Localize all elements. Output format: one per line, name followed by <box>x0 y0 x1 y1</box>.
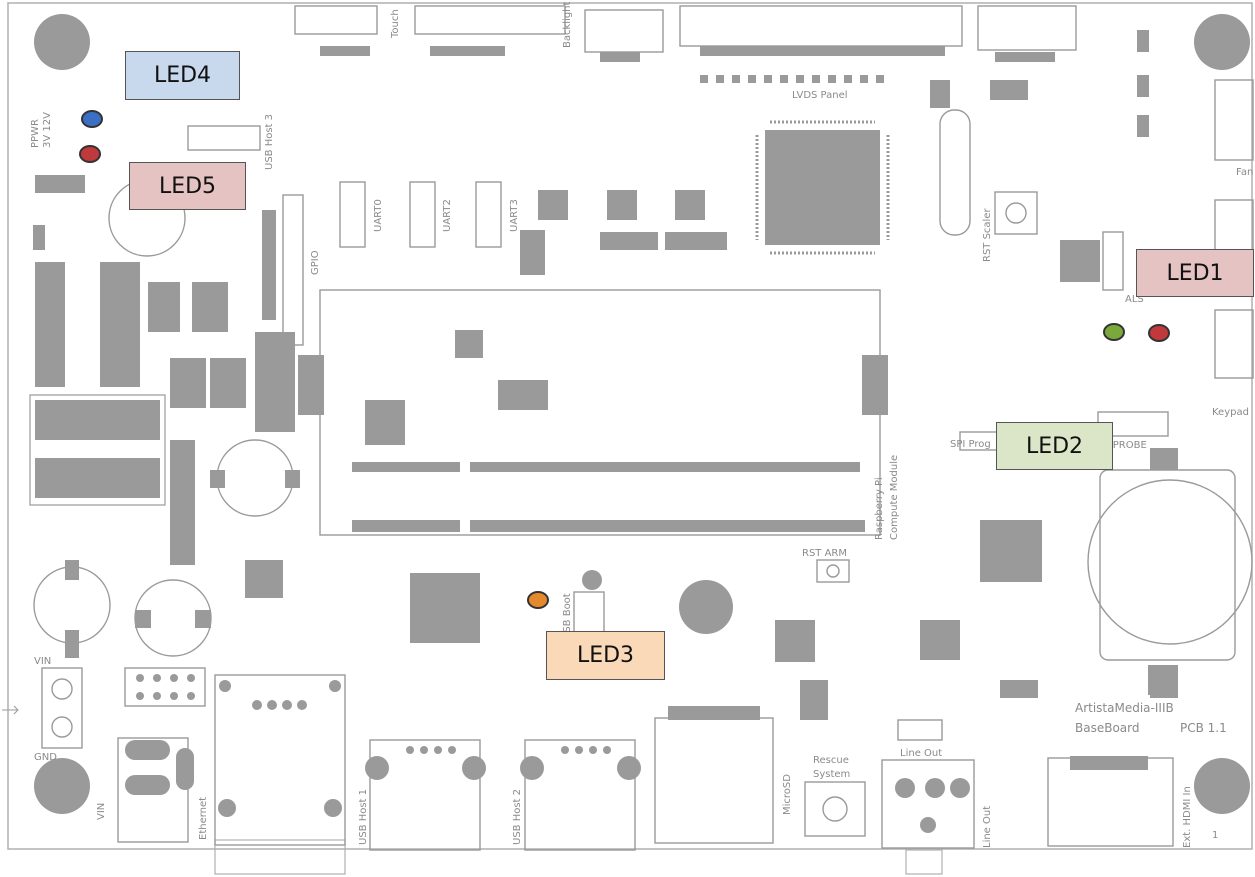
line-out-top-label: Line Out <box>900 748 942 759</box>
connector-e <box>977 5 1077 51</box>
gpio-header <box>282 194 304 346</box>
board-name-line2: BaseBoard <box>1075 721 1140 735</box>
spi-prog-label: SPI Prog <box>950 439 991 450</box>
ppwr-label: PPWR <box>30 119 41 148</box>
usb-host3-connector <box>187 125 261 151</box>
vin-bottom-label: VIN <box>96 803 107 820</box>
backlight-connector <box>414 5 566 35</box>
uart0-label: UART0 <box>373 199 384 232</box>
3v12v-label: 3V 12V <box>42 112 53 148</box>
usb-host1-label: USB Host 1 <box>358 789 369 845</box>
led2-indicator <box>1103 323 1125 341</box>
mount-hole-tl <box>34 14 90 70</box>
ethernet-jack <box>214 674 346 846</box>
ethernet-tab <box>214 839 346 875</box>
callout-led5: LED5 <box>129 162 246 210</box>
gnd-label: GND <box>34 752 57 763</box>
gpio-label: GPIO <box>310 250 321 275</box>
mount-hole-bl <box>34 758 90 814</box>
board-outline <box>7 2 1253 850</box>
rst-scaler-label: RST Scaler <box>982 208 993 262</box>
pcb-rev-label: PCB 1.1 <box>1180 721 1227 735</box>
rst-scaler-button <box>994 191 1038 235</box>
keypad-connector <box>1214 309 1254 379</box>
callout-led1: LED1 <box>1136 249 1254 297</box>
callout-led4: LED4 <box>125 51 240 100</box>
usb-host2-connector <box>524 739 636 851</box>
rpi-label-2: Compute Module <box>889 455 900 540</box>
uart2-label: UART2 <box>442 199 453 232</box>
rescue-label-2: System <box>813 769 850 780</box>
lvds-label: LVDS Panel <box>792 90 848 101</box>
usb-host1-connector <box>369 739 481 851</box>
uart3-connector <box>475 181 502 248</box>
board-name-line1: ArtistaMedia-IIIB <box>1075 701 1174 715</box>
uart2-connector <box>409 181 436 248</box>
soc-chip <box>765 130 880 245</box>
microsd-slot <box>654 717 774 844</box>
led5-indicator <box>79 145 101 163</box>
pin-one-label: 1 <box>1212 830 1218 841</box>
line-out-jack <box>881 759 975 849</box>
fan-connector <box>1214 79 1254 161</box>
battery-coin <box>1087 479 1253 645</box>
rst-arm-label: RST ARM <box>802 548 847 559</box>
fan-label: Fan <box>1236 167 1253 178</box>
lvds-connector <box>679 5 963 47</box>
gprobe-label: GPROBE <box>1105 440 1147 451</box>
hdmi-connector <box>1047 757 1174 847</box>
line-out-side-label: Line Out <box>982 806 993 848</box>
usb-boot-label: USB Boot <box>562 593 573 640</box>
ethernet-label: Ethernet <box>198 797 209 840</box>
als-label: ALS <box>1125 294 1144 305</box>
dc-jack <box>117 737 189 843</box>
mount-hole-mid <box>679 580 733 634</box>
vin-label: VIN <box>34 656 51 667</box>
rst-arm-button <box>816 559 850 583</box>
header-2x4 <box>124 667 206 707</box>
callout-led3: LED3 <box>546 631 665 680</box>
led4-indicator <box>81 110 103 128</box>
soc-pins <box>755 120 890 255</box>
backlight-label: Backlight <box>562 1 573 48</box>
led3-indicator <box>527 591 549 609</box>
uart3-label: UART3 <box>509 199 520 232</box>
cap-c2 <box>216 439 294 517</box>
usb-host3-label: USB Host 3 <box>264 114 275 170</box>
touch-label: Touch <box>390 9 401 39</box>
ext-hdmi-label: Ext. HDMI In <box>1182 786 1193 848</box>
led1-indicator <box>1148 324 1170 342</box>
line-out-tab <box>905 849 943 875</box>
rescue-button <box>804 781 866 837</box>
rescue-label-1: Rescue <box>813 755 849 766</box>
callout-led2: LED2 <box>996 422 1113 470</box>
rpi-label-1: Raspberry Pi <box>874 477 885 540</box>
keypad-label: Keypad <box>1212 407 1249 418</box>
microsd-label: MicroSD <box>782 774 793 815</box>
connector-c <box>584 9 664 53</box>
usb-host2-label: USB Host 2 <box>512 789 523 845</box>
mount-hole-br <box>1194 758 1250 814</box>
mount-hole-tr <box>1194 14 1250 70</box>
uart0-connector <box>339 181 366 248</box>
lvds-resistor-row <box>700 75 884 83</box>
crystal-scaler <box>939 109 971 236</box>
touch-connector <box>294 5 378 35</box>
vin-terminal <box>41 667 83 749</box>
